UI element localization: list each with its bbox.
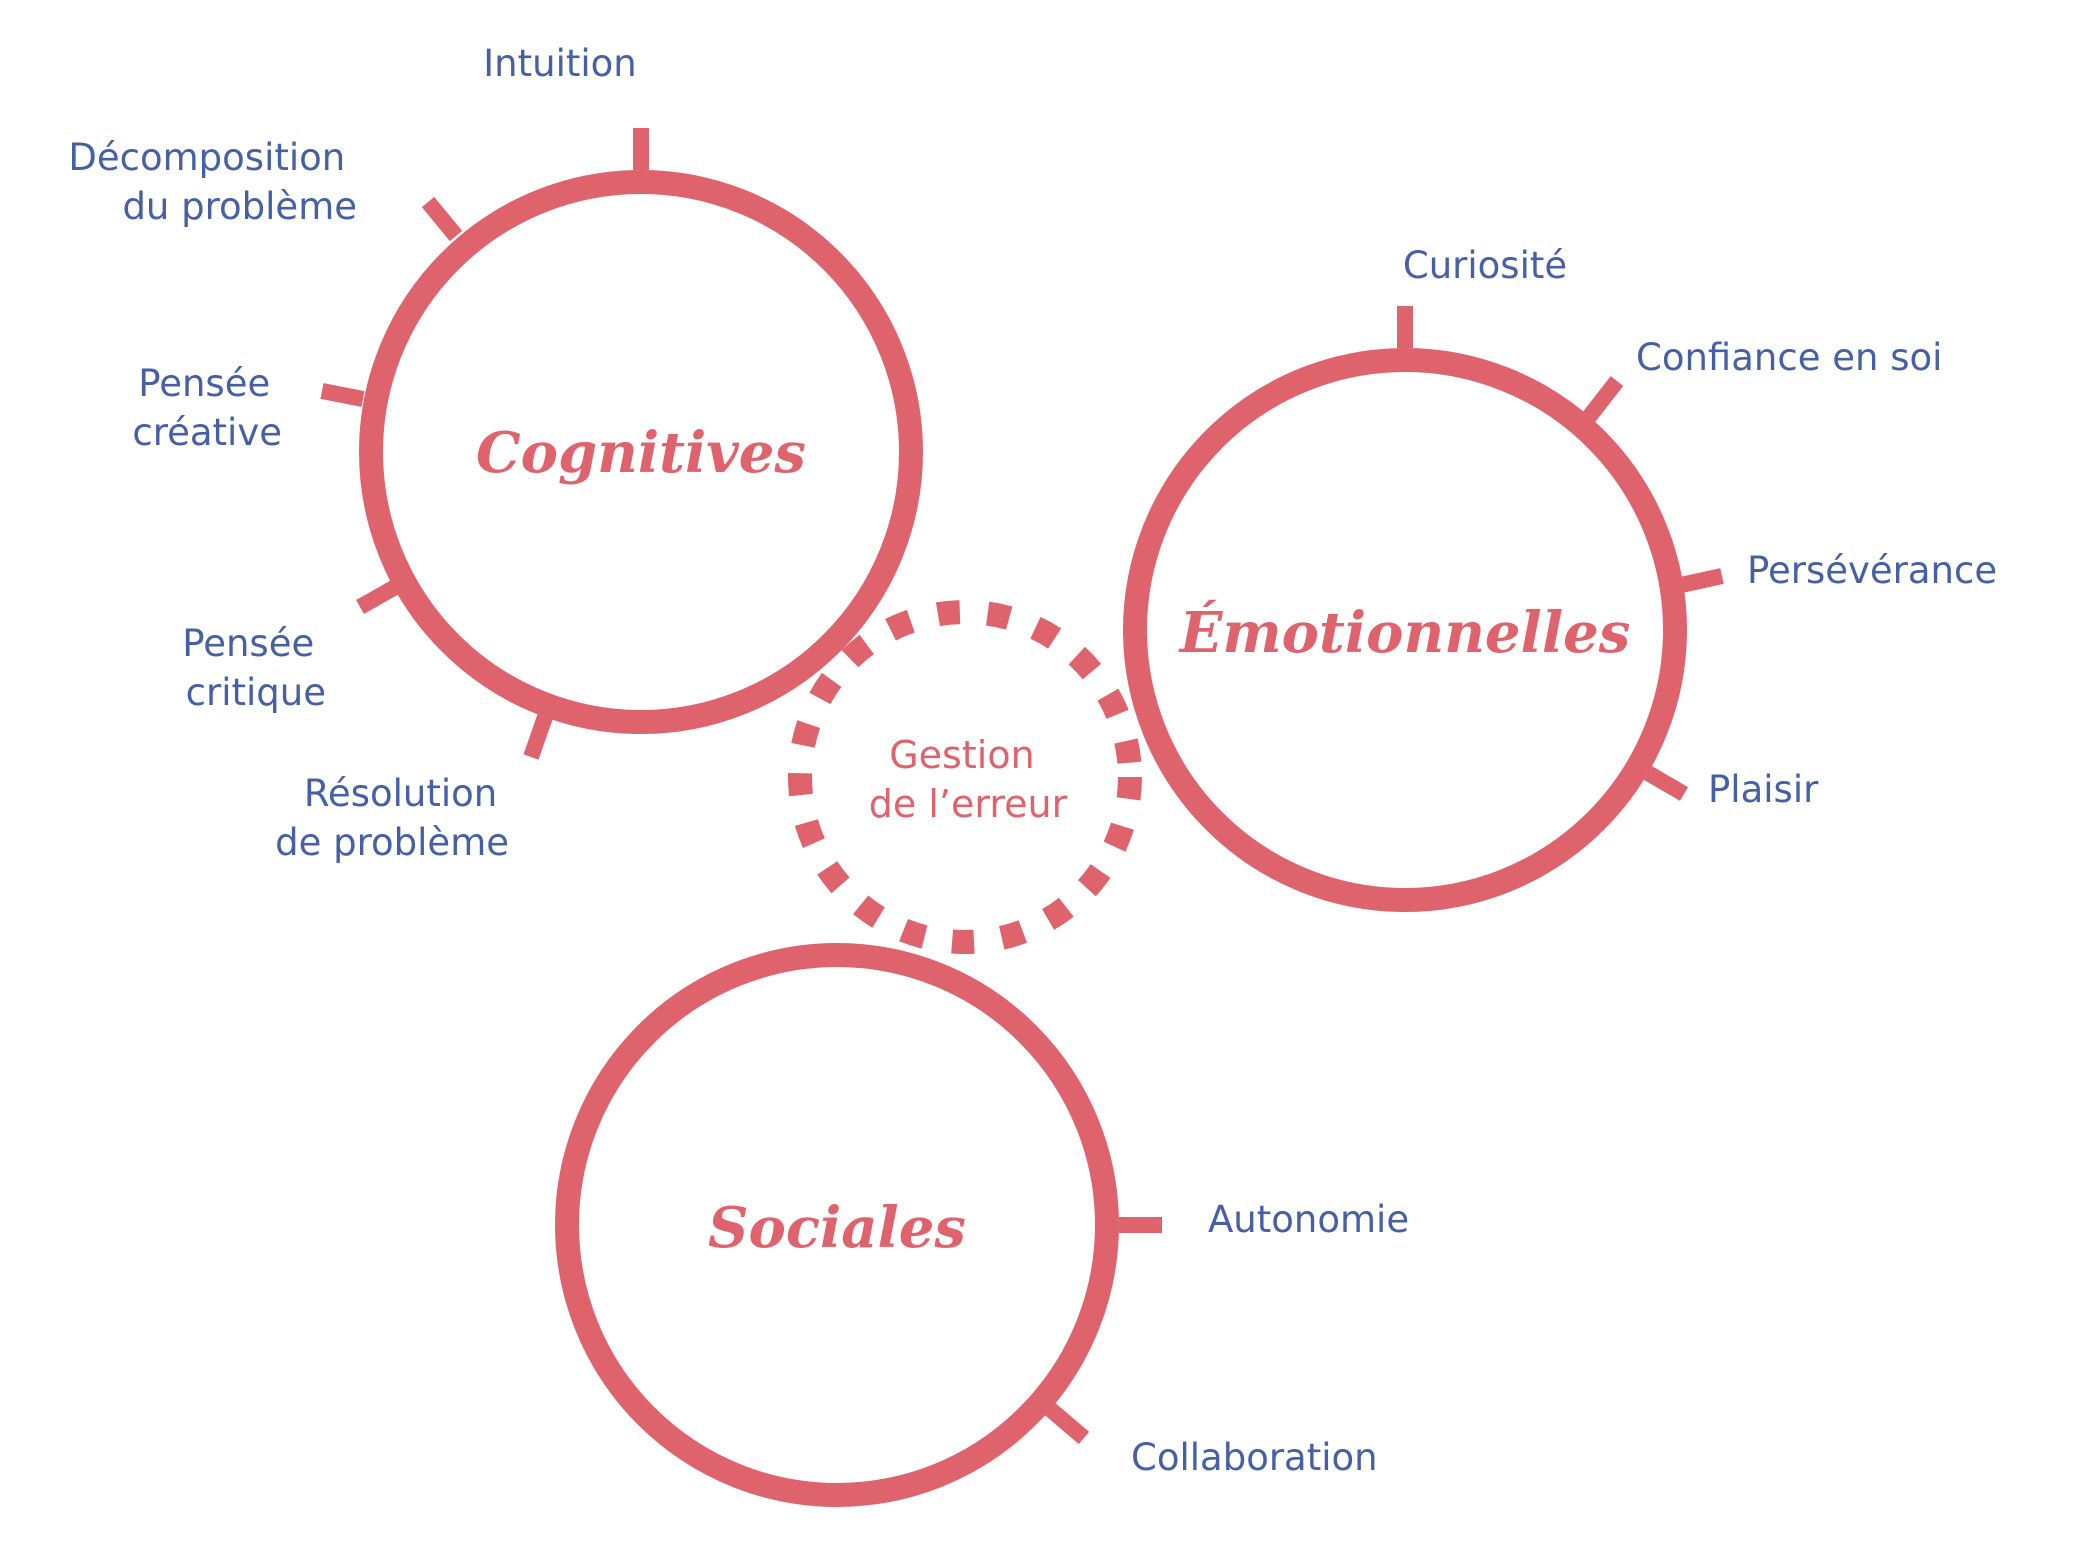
tick-pensee-critique xyxy=(356,579,401,614)
label-curiosite: Curiosité xyxy=(1403,244,1567,287)
gestion-erreur-label: Gestion de l’erreur xyxy=(869,733,1068,826)
group-sociales: Sociales Autonomie Collaboration xyxy=(555,943,1409,1507)
cognitives-title: Cognitives xyxy=(476,420,806,486)
label-plaisir: Plaisir xyxy=(1708,768,1819,811)
emotionnelles-circle xyxy=(1123,348,1687,912)
label-perseverance: Persévérance xyxy=(1747,549,1997,592)
tick-perseverance xyxy=(1679,568,1724,593)
tick-pensee-creative xyxy=(320,383,365,407)
emotionnelles-title: Émotionnelles xyxy=(1178,599,1631,666)
gestion-erreur-dashed-circle xyxy=(788,600,1142,954)
tick-plaisir xyxy=(1643,766,1689,801)
label-pensee-creative-line2: créative xyxy=(132,411,282,454)
label-decomposition-line1: Décomposition xyxy=(68,136,345,179)
gestion-erreur-line2: de l’erreur xyxy=(869,782,1068,826)
group-emotionnelles: Émotionnelles Curiosité Confiance en soi… xyxy=(1123,244,1997,912)
tick-decomposition xyxy=(421,196,463,242)
label-confiance: Confiance en soi xyxy=(1636,336,1942,379)
group-gestion-erreur: Gestion de l’erreur xyxy=(788,600,1142,954)
tick-collaboration xyxy=(1044,1402,1090,1445)
gestion-erreur-line1: Gestion xyxy=(889,733,1034,777)
label-intuition: Intuition xyxy=(483,42,636,85)
label-collaboration: Collaboration xyxy=(1131,1436,1378,1479)
label-pensee-critique-line1: Pensée xyxy=(182,622,314,665)
group-cognitives: Cognitives Intuition Décomposition du pr… xyxy=(68,42,923,864)
label-pensee-creative: Pensée créative xyxy=(132,362,282,454)
tick-confiance xyxy=(1582,376,1624,422)
label-pensee-critique-line2: critique xyxy=(186,671,326,714)
label-autonomie: Autonomie xyxy=(1208,1198,1409,1241)
sociales-title: Sociales xyxy=(708,1195,966,1261)
label-resolution: Résolution de problème xyxy=(275,772,509,864)
label-resolution-line1: Résolution xyxy=(304,772,497,815)
label-decomposition: Décomposition du problème xyxy=(68,136,357,228)
label-pensee-critique: Pensée critique xyxy=(182,622,326,714)
tick-resolution xyxy=(523,714,553,760)
label-resolution-line2: de problème xyxy=(275,821,509,864)
cognitives-circle xyxy=(359,170,923,734)
sociales-circle xyxy=(555,943,1119,1507)
label-decomposition-line2: du problème xyxy=(122,185,357,228)
label-pensee-creative-line1: Pensée xyxy=(138,362,270,405)
